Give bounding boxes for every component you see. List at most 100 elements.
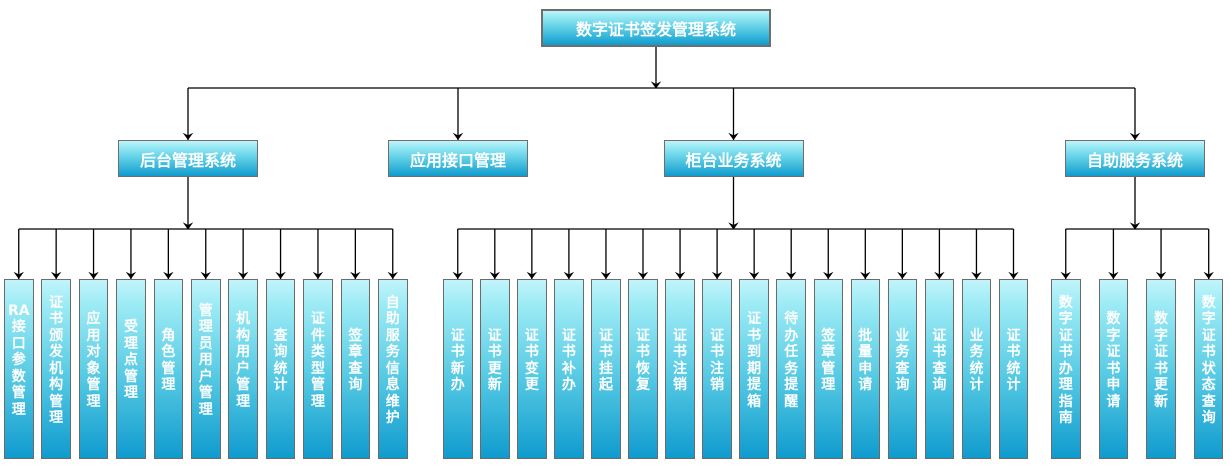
leaf-label-char: 接 xyxy=(11,319,26,336)
leaf-label-char: 户 xyxy=(198,368,213,385)
leaf-label-char: 理 xyxy=(161,377,176,393)
leaf-label-char: 户 xyxy=(236,360,251,377)
leaf-arrow-2-2 xyxy=(526,271,538,279)
leaf-label-char: 证 xyxy=(598,327,613,344)
leaf-label-char: 证 xyxy=(1154,344,1169,360)
leaf-label-char: 恢 xyxy=(636,360,650,377)
leaf-label-char: 任 xyxy=(784,344,799,360)
leaf-label-char: 查 xyxy=(932,360,947,377)
leaf-node-2-10: 签章管理 xyxy=(813,279,843,459)
leaf-label-char: 书 xyxy=(487,344,502,360)
root-node-label: 数字证书签发管理系统 xyxy=(575,20,736,39)
leaf-label-char: 助 xyxy=(385,311,400,327)
leaf-label-char: 管 xyxy=(86,377,101,393)
leaf-arrow-2-8 xyxy=(748,271,760,279)
leaf-label-char: 理 xyxy=(198,401,213,418)
leaf-label-char: 应 xyxy=(86,311,101,327)
leaf-label-char: 理 xyxy=(123,335,138,352)
leaf-label-char: 管 xyxy=(198,302,213,319)
leaf-label-char: 办 xyxy=(561,377,576,393)
leaf-label-char: 章 xyxy=(348,344,363,360)
leaf-node-2-7: 证书注销 xyxy=(702,279,732,459)
leaf-label-char: 更 xyxy=(487,360,502,377)
branch-node-3: 自助服务系统 xyxy=(1065,140,1205,177)
leaf-arrow-2-3 xyxy=(563,271,575,279)
leaf-node-3-1: 数字证书申请 xyxy=(1098,279,1129,459)
leaf-label-char: 受 xyxy=(123,319,138,336)
leaf-label-char: 管 xyxy=(123,368,138,385)
leaf-label-char: 状 xyxy=(1201,360,1216,377)
leaf-node-2-9: 待办任务提醒 xyxy=(776,279,806,459)
leaf-label-char: 护 xyxy=(385,410,400,426)
leaf-label-char: 证 xyxy=(561,327,576,344)
leaf-arrow-2-10 xyxy=(823,271,834,279)
leaf-label-char: 数 xyxy=(1058,294,1073,311)
leaf-label-char: 章 xyxy=(821,344,836,360)
leaf-label-char: 查 xyxy=(1201,393,1216,410)
leaf-label-char: 询 xyxy=(348,377,363,393)
leaf-label-char: 理 xyxy=(1058,377,1073,393)
leaf-label-char: 统 xyxy=(969,360,984,377)
leaf-label-char: 证 xyxy=(1058,327,1073,344)
leaf-label-char: 签 xyxy=(821,327,836,344)
group-bus-arrow-0 xyxy=(182,222,194,230)
leaf-label-char: 起 xyxy=(598,377,613,393)
leaf-node-0-3: 受理点管理 xyxy=(116,279,146,459)
leaf-label-char: 书 xyxy=(636,344,650,360)
leaf-label-char: 新 xyxy=(450,360,465,377)
leaf-label-char: 类 xyxy=(310,344,325,360)
branch-arrow-0 xyxy=(182,132,194,140)
leaf-node-2-8: 证书到期提箱 xyxy=(739,279,769,459)
leaf-label-char: 用 xyxy=(198,352,213,369)
leaf-label-char: 证 xyxy=(1106,344,1121,360)
leaf-node-2-11: 批量申请 xyxy=(850,279,881,459)
leaf-node-2-3: 证书补办 xyxy=(554,279,584,459)
leaf-label-char: 书 xyxy=(1058,344,1073,360)
leaf-node-0-1: 证书颁发机构管理 xyxy=(41,279,71,459)
leaf-label-char: 理 xyxy=(236,393,251,410)
leaf-label-char: 书 xyxy=(524,344,539,360)
leaf-label-char: 员 xyxy=(198,335,213,352)
group-bus-arrow-3 xyxy=(1129,222,1141,230)
leaf-label-char: 书 xyxy=(598,344,613,360)
leaf-node-0-6: 机构用户管理 xyxy=(228,279,258,459)
leaf-arrow-2-7 xyxy=(711,271,723,279)
leaf-arrow-0-0 xyxy=(13,271,24,279)
leaf-label-char: 理 xyxy=(49,410,64,426)
leaf-label-char: 数 xyxy=(1154,311,1169,327)
leaf-label-char: 构 xyxy=(236,327,251,344)
leaf-label-char: 态 xyxy=(1201,377,1216,393)
leaf-label-char: 办 xyxy=(784,327,799,344)
leaf-label-char: 构 xyxy=(49,377,64,393)
leaf-node-2-12: 业务查询 xyxy=(887,279,918,459)
leaf-label-char: 书 xyxy=(49,311,64,327)
leaf-label-char: 书 xyxy=(747,327,762,344)
leaf-label-char: 计 xyxy=(969,377,984,393)
leaf-label-char: 办 xyxy=(450,377,465,393)
leaf-arrow-2-5 xyxy=(637,271,649,279)
leaf-label-char: 期 xyxy=(747,360,762,377)
leaf-label-char: 口 xyxy=(11,335,26,352)
leaf-label-char: 复 xyxy=(636,377,650,393)
leaf-label-char: 统 xyxy=(1006,360,1021,377)
leaf-label-char: 务 xyxy=(969,344,984,360)
group-bus-arrow-2 xyxy=(728,222,739,230)
leaf-label-char: 字 xyxy=(1201,311,1216,327)
leaf-label-char: 证 xyxy=(673,327,688,344)
leaf-label-char: 书 xyxy=(561,344,576,360)
root-bus-arrow xyxy=(650,81,662,89)
leaf-label-char: 提 xyxy=(747,377,762,393)
leaf-node-3-3: 数字证书状态查询 xyxy=(1193,279,1224,459)
leaf-label-char: 对 xyxy=(86,344,101,360)
leaf-label-char: 理 xyxy=(86,393,101,410)
leaf-arrow-0-5 xyxy=(200,271,211,279)
leaf-label-char: 数 xyxy=(11,368,26,385)
leaf-arrow-0-9 xyxy=(350,271,361,279)
leaf-label-char: 变 xyxy=(524,360,539,377)
leaf-label-char: 维 xyxy=(385,393,400,410)
leaf-label-char: 管 xyxy=(49,393,64,410)
leaf-label-char: 件 xyxy=(310,327,325,344)
leaf-label-char: 统 xyxy=(273,360,288,377)
leaf-node-3-2: 数字证书更新 xyxy=(1146,279,1176,459)
